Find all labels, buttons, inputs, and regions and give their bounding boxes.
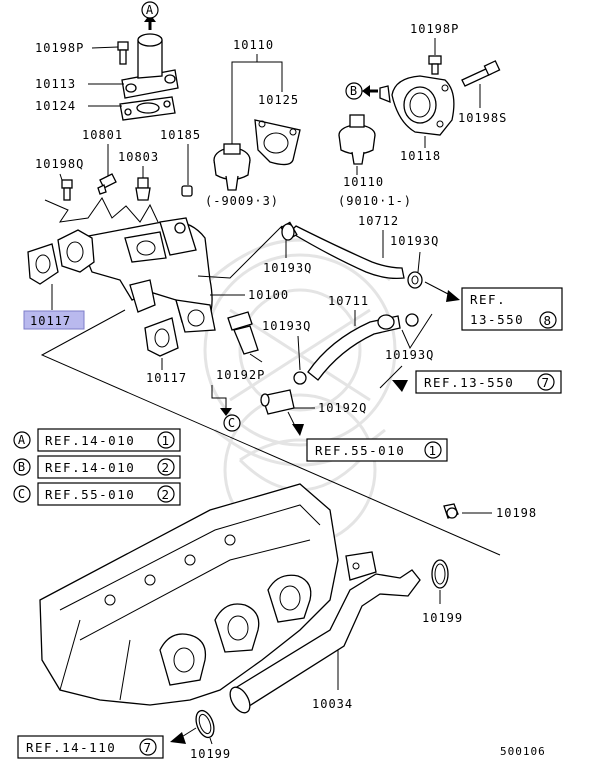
thermostat-case-10100	[57, 217, 216, 333]
callout-10198P-a: 10198P	[35, 41, 84, 55]
callout-10118: 10118	[400, 149, 441, 163]
callout-10192P: 10192P	[216, 368, 265, 382]
range-label-b: (9010·1-)	[338, 194, 412, 208]
callout-10185: 10185	[160, 128, 201, 142]
ref-55-010-1-num: 1	[428, 443, 437, 458]
o-ring-10199-right	[431, 559, 449, 589]
callout-10199-b: 10199	[190, 747, 231, 761]
legend-c-marker: C	[18, 487, 26, 501]
legend-a-marker: A	[18, 433, 26, 447]
marker-a-circle	[141, 1, 159, 19]
callout-10803: 10803	[118, 150, 159, 164]
bolt-10198	[443, 503, 459, 519]
clamp-10193Q-a	[281, 223, 295, 241]
marker-c-label: C	[228, 416, 236, 430]
callout-10117-b: 10117	[146, 371, 187, 385]
callout-10192Q: 10192Q	[318, 401, 367, 415]
clamp-10193Q-b	[407, 271, 423, 289]
ref-13-550-8-line2: 13-550	[470, 312, 524, 327]
ref-13-550-7-num: 7	[541, 375, 550, 390]
callout-10198: 10198	[496, 506, 537, 520]
o-ring-10199-lower	[195, 709, 215, 739]
sensor-10801	[97, 173, 117, 195]
legend-b-marker: B	[18, 460, 26, 474]
clamp-10193Q-d	[405, 313, 419, 327]
legend-b-num: 2	[161, 460, 170, 475]
ref-box-55-010-1[interactable]: REF.55-010 1	[306, 438, 448, 462]
highlight-box-10117[interactable]	[23, 310, 85, 330]
callout-10198Q: 10198Q	[35, 157, 84, 171]
callout-10124: 10124	[35, 99, 76, 113]
thermostat-a	[213, 143, 251, 191]
fitting-10192P	[227, 311, 259, 355]
plug-10185	[181, 185, 193, 197]
legend: A REF.14-010 1 B REF.14-010 2 C REF.55-0…	[13, 428, 181, 506]
thermostat-b	[338, 114, 376, 165]
ref-13-550-8-line1: REF.	[470, 292, 506, 307]
callout-10193Q-b: 10193Q	[390, 234, 439, 248]
gasket-10117-left	[27, 243, 59, 285]
bolt-10198P-b	[428, 55, 442, 75]
marker-c-circle	[223, 414, 241, 432]
marker-b-label: B	[350, 84, 358, 98]
sensor-10803	[135, 177, 151, 201]
bolt-10198P-a	[117, 41, 129, 65]
callout-10034: 10034	[312, 697, 353, 711]
callout-10712: 10712	[358, 214, 399, 228]
marker-a-label: A	[146, 3, 154, 17]
bolt-10198S	[461, 60, 501, 87]
ref-14-110-7-num: 7	[143, 740, 152, 755]
ref-box-13-550-8[interactable]: REF. 13-550 8	[461, 287, 563, 331]
callout-10711: 10711	[328, 294, 369, 308]
callout-10193Q-a: 10193Q	[263, 261, 312, 275]
legend-a-ref: REF.14-010	[45, 433, 135, 448]
callout-10198S: 10198S	[458, 111, 507, 125]
legend-row-a[interactable]: A REF.14-010 1	[13, 428, 181, 452]
ref-14-110-7-text: REF.14-110	[26, 740, 116, 755]
range-label-a: (-9009·3)	[205, 194, 279, 208]
ref-13-550-8-num: 8	[543, 313, 552, 328]
hose-10711	[307, 314, 401, 381]
callout-10199-a: 10199	[422, 611, 463, 625]
callout-10193Q-c: 10193Q	[262, 319, 311, 333]
ref-13-550-7-text: REF.13-550	[424, 375, 514, 390]
callout-10117-highlight: 10117	[30, 314, 71, 328]
bolt-10198Q	[61, 179, 73, 201]
callout-10113: 10113	[35, 77, 76, 91]
legend-c-ref: REF.55-010	[45, 487, 135, 502]
ref-55-010-1-text: REF.55-010	[315, 443, 405, 458]
callout-10110-a: 10110	[233, 38, 274, 52]
cylinder-head	[39, 483, 339, 706]
thermostat-housing-10118	[379, 75, 455, 136]
water-outlet-fitting	[119, 33, 179, 121]
clamp-10193Q-c	[293, 371, 307, 385]
callout-10193Q-d: 10193Q	[385, 348, 434, 362]
legend-row-c[interactable]: C REF.55-010 2	[13, 482, 181, 506]
callout-10801: 10801	[82, 128, 123, 142]
callout-10125: 10125	[258, 93, 299, 107]
diagram-number: 500106	[500, 745, 546, 758]
water-pipe-10034	[229, 551, 421, 714]
callout-10198P-b: 10198P	[410, 22, 459, 36]
gasket-10125	[254, 119, 301, 166]
ref-box-14-110-7[interactable]: REF.14-110 7	[17, 735, 164, 759]
marker-b-circle	[345, 82, 363, 100]
legend-a-num: 1	[161, 433, 170, 448]
legend-b-ref: REF.14-010	[45, 460, 135, 475]
legend-row-b[interactable]: B REF.14-010 2	[13, 455, 181, 479]
gasket-10117-lower	[144, 317, 179, 357]
legend-c-num: 2	[161, 487, 170, 502]
callout-10110-b: 10110	[343, 175, 384, 189]
callout-10100: 10100	[248, 288, 289, 302]
ref-box-13-550-7[interactable]: REF.13-550 7	[415, 370, 562, 394]
